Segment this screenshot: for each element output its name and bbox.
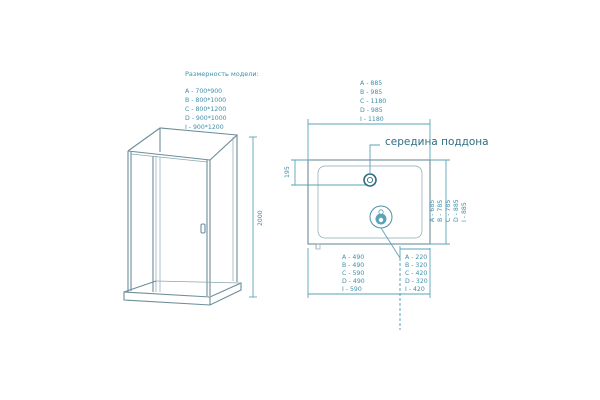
model-size-item: C - 800*1200 (185, 106, 226, 113)
cabin-roof-frame (127, 127, 239, 161)
door-handle (200, 223, 206, 234)
tray-center-drain (363, 173, 377, 187)
model-size-item: B - 800*1000 (185, 97, 226, 104)
tray-width-dimension (307, 119, 431, 160)
cabin-perspective-drawing: 2000 (123, 127, 264, 306)
model-size-item: D - 900*1000 (185, 115, 227, 122)
height-label: 2000 (257, 210, 264, 226)
tray-center-label: середина поддона (385, 136, 489, 148)
width-item: I - 1180 (360, 116, 384, 123)
bottom-left-item: A - 490 (342, 254, 364, 261)
tray-depth-dimension: A - 685 B - 785 C - 785 D - 885 I - 885 (429, 159, 468, 245)
tray-outline (307, 159, 431, 245)
bottom-right-item: A - 220 (405, 254, 427, 261)
bottom-left-item: I - 590 (342, 286, 362, 293)
model-sizes-legend: Размерность модели: A - 700*900 B - 800*… (185, 70, 259, 131)
bottom-left-item: B - 490 (342, 262, 364, 269)
depth-item: B - 785 (437, 200, 444, 222)
bottom-right-item: B - 320 (405, 262, 427, 269)
side-offset-label: 195 (284, 166, 291, 178)
center-leader-line (369, 144, 380, 174)
bottom-left-item: C - 590 (342, 270, 364, 277)
depth-item: C - 785 (445, 200, 452, 222)
bottom-left-item: D - 490 (342, 278, 365, 285)
depth-item: A - 685 (429, 200, 436, 222)
depth-item: D - 885 (453, 199, 460, 222)
bottom-right-item: I - 420 (405, 286, 425, 293)
width-item: A - 885 (360, 80, 382, 87)
model-size-item: I - 900*1200 (185, 124, 224, 131)
depth-item: I - 885 (461, 202, 468, 222)
bottom-dimensions: A - 490 B - 490 C - 590 D - 490 I - 590 … (307, 246, 431, 298)
model-size-item: A - 700*900 (185, 88, 222, 95)
width-item: B - 985 (360, 89, 382, 96)
model-sizes-title: Размерность модели: (185, 70, 259, 78)
tray-top-view: 195 середина поддона (284, 136, 489, 330)
top-width-list: A - 885 B - 985 C - 1180 D - 985 I - 118… (360, 80, 386, 123)
bottom-right-item: C - 420 (405, 270, 427, 277)
bottom-right-item: D - 320 (405, 278, 428, 285)
width-item: D - 985 (360, 107, 383, 114)
width-item: C - 1180 (360, 98, 386, 105)
